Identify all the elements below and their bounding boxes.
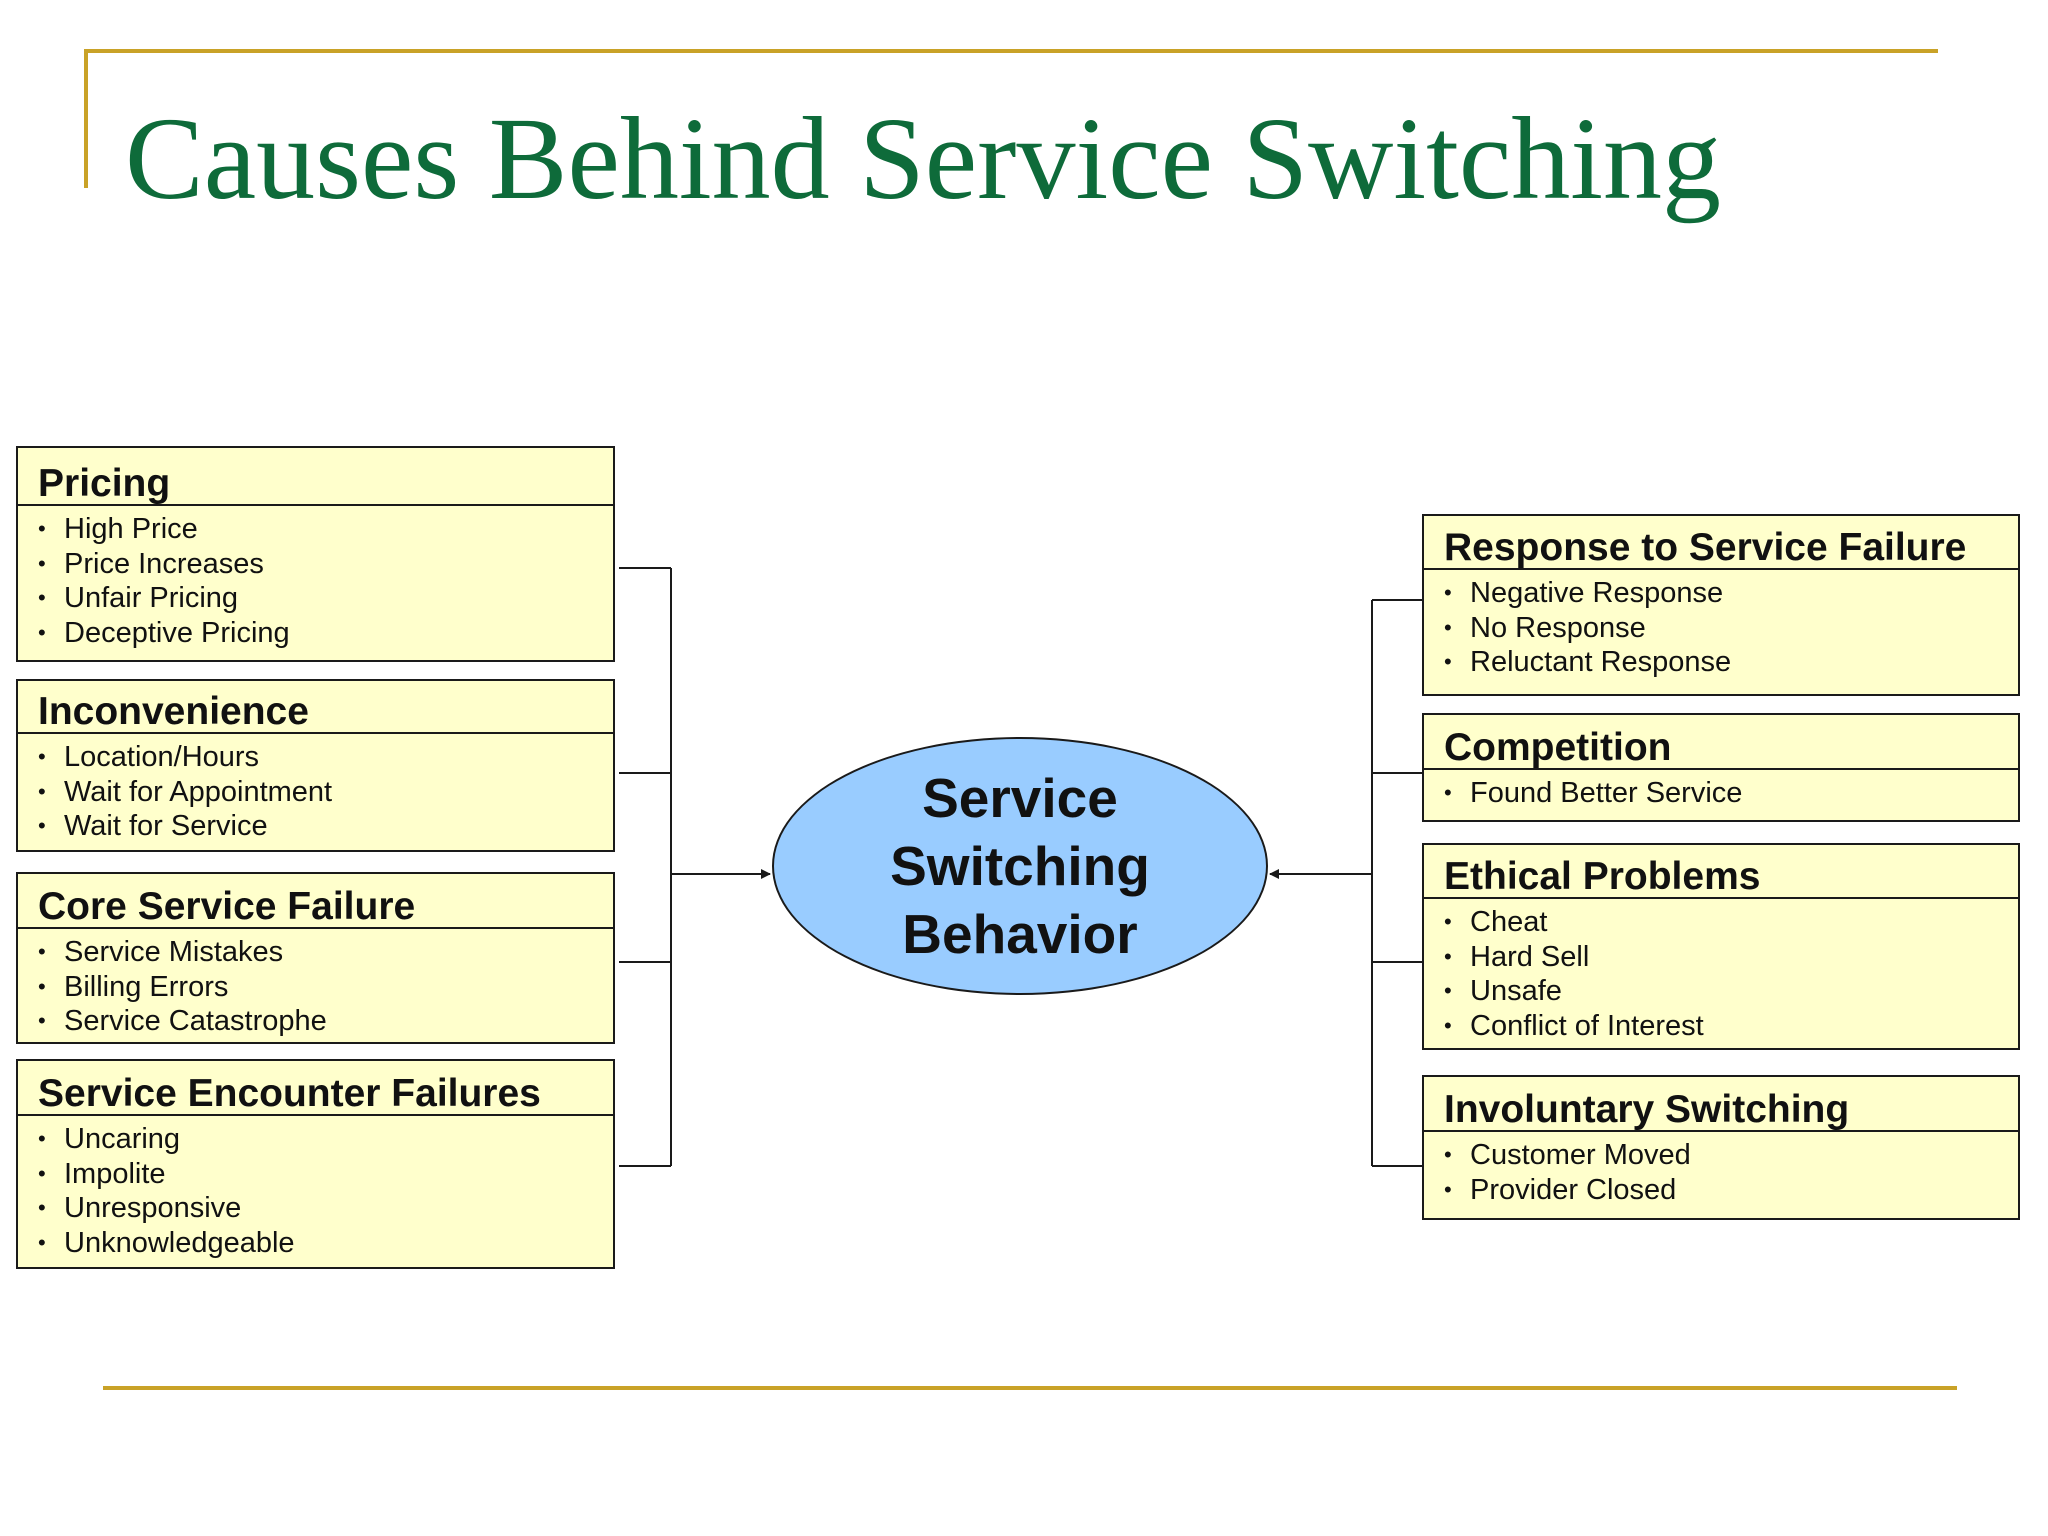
cause-box-service-encounter-failures: Service Encounter Failures Uncaring Impo… bbox=[16, 1059, 615, 1269]
box-item-list: Negative Response No Response Reluctant … bbox=[1424, 570, 2018, 680]
list-item: Unknowledgeable bbox=[18, 1226, 613, 1261]
list-item: High Price bbox=[18, 512, 613, 547]
list-item: No Response bbox=[1424, 611, 2018, 646]
box-item-list: Found Better Service bbox=[1424, 770, 2018, 811]
list-item: Negative Response bbox=[1424, 576, 2018, 611]
list-item: Billing Errors bbox=[18, 970, 613, 1005]
center-ellipse: Service Switching Behavior bbox=[772, 737, 1268, 995]
list-item: Hard Sell bbox=[1424, 940, 2018, 975]
list-item: Provider Closed bbox=[1424, 1173, 2018, 1208]
left-rule bbox=[84, 49, 88, 188]
list-item: Unsafe bbox=[1424, 974, 2018, 1009]
box-heading: Inconvenience bbox=[18, 681, 613, 734]
list-item: Location/Hours bbox=[18, 740, 613, 775]
top-rule bbox=[84, 49, 1938, 53]
list-item: Wait for Appointment bbox=[18, 775, 613, 810]
list-item: Price Increases bbox=[18, 547, 613, 582]
cause-box-response-to-service-failure: Response to Service Failure Negative Res… bbox=[1422, 514, 2020, 696]
cause-box-inconvenience: Inconvenience Location/Hours Wait for Ap… bbox=[16, 679, 615, 852]
list-item: Wait for Service bbox=[18, 809, 613, 844]
cause-box-ethical-problems: Ethical Problems Cheat Hard Sell Unsafe … bbox=[1422, 843, 2020, 1050]
list-item: Impolite bbox=[18, 1157, 613, 1192]
list-item: Customer Moved bbox=[1424, 1138, 2018, 1173]
cause-box-involuntary-switching: Involuntary Switching Customer Moved Pro… bbox=[1422, 1075, 2020, 1220]
box-heading: Ethical Problems bbox=[1424, 845, 2018, 899]
bottom-rule bbox=[103, 1386, 1957, 1390]
list-item: Found Better Service bbox=[1424, 776, 2018, 811]
list-item: Deceptive Pricing bbox=[18, 616, 613, 651]
box-heading: Response to Service Failure bbox=[1424, 516, 2018, 570]
box-heading: Service Encounter Failures bbox=[18, 1061, 613, 1116]
box-item-list: High Price Price Increases Unfair Pricin… bbox=[18, 506, 613, 650]
center-label: Service Switching Behavior bbox=[890, 767, 1150, 965]
box-heading: Core Service Failure bbox=[18, 874, 613, 929]
page-title: Causes Behind Service Switching bbox=[125, 93, 1722, 224]
list-item: Uncaring bbox=[18, 1122, 613, 1157]
cause-box-competition: Competition Found Better Service bbox=[1422, 713, 2020, 822]
box-heading: Involuntary Switching bbox=[1424, 1077, 2018, 1132]
box-item-list: Customer Moved Provider Closed bbox=[1424, 1132, 2018, 1207]
box-item-list: Location/Hours Wait for Appointment Wait… bbox=[18, 734, 613, 844]
list-item: Conflict of Interest bbox=[1424, 1009, 2018, 1044]
list-item: Unfair Pricing bbox=[18, 581, 613, 616]
cause-box-pricing: Pricing High Price Price Increases Unfai… bbox=[16, 446, 615, 662]
cause-box-core-service-failure: Core Service Failure Service Mistakes Bi… bbox=[16, 872, 615, 1044]
box-heading: Pricing bbox=[18, 448, 613, 506]
list-item: Reluctant Response bbox=[1424, 645, 2018, 680]
box-item-list: Service Mistakes Billing Errors Service … bbox=[18, 929, 613, 1039]
list-item: Cheat bbox=[1424, 905, 2018, 940]
list-item: Service Mistakes bbox=[18, 935, 613, 970]
list-item: Service Catastrophe bbox=[18, 1004, 613, 1039]
box-item-list: Uncaring Impolite Unresponsive Unknowled… bbox=[18, 1116, 613, 1260]
list-item: Unresponsive bbox=[18, 1191, 613, 1226]
box-item-list: Cheat Hard Sell Unsafe Conflict of Inter… bbox=[1424, 899, 2018, 1043]
box-heading: Competition bbox=[1424, 715, 2018, 770]
